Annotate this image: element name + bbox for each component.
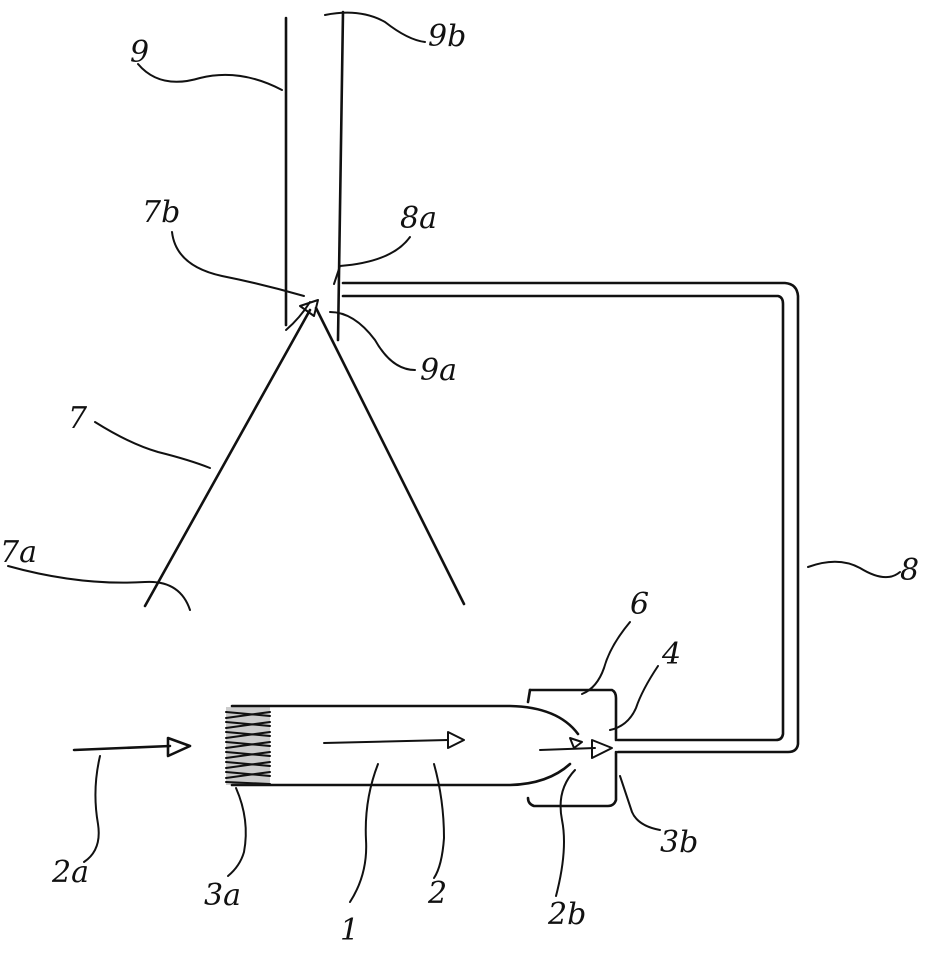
label-9a: 9a	[420, 353, 457, 388]
label-7b: 7b	[142, 195, 180, 230]
label-2: 2	[427, 876, 447, 911]
label-7a: 7a	[0, 535, 37, 570]
cone-7	[143, 299, 466, 608]
housing-6	[526, 688, 618, 808]
label-4: 4	[661, 637, 681, 672]
label-9: 9	[130, 35, 149, 70]
label-1: 1	[340, 913, 359, 948]
label-9b: 9b	[428, 19, 466, 54]
tube-1	[225, 704, 580, 787]
reference-labels: 9 9b 7b 8a 9a 7 7a 8 6 4 3b 2a 3a 2 1 2b	[0, 19, 919, 948]
pipe-8	[341, 281, 800, 754]
label-7: 7	[68, 401, 88, 436]
label-8: 8	[900, 553, 919, 588]
leader-lines	[7, 11, 901, 903]
label-8a: 8a	[400, 201, 437, 236]
label-3b: 3b	[660, 825, 698, 860]
label-6: 6	[630, 587, 649, 622]
label-2a: 2a	[51, 855, 89, 890]
label-3a: 3a	[204, 878, 241, 913]
duct-9	[284, 10, 345, 342]
label-2b: 2b	[547, 897, 586, 932]
flow-arrows	[72, 731, 613, 759]
